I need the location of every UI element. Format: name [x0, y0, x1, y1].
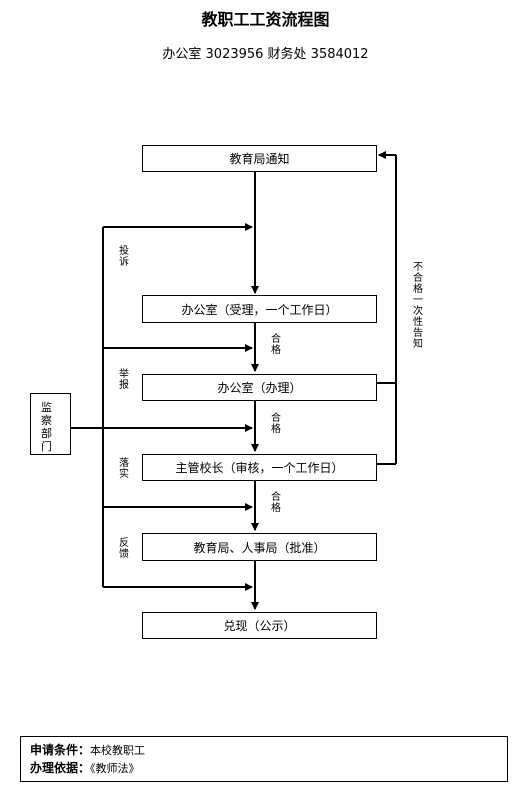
- principal-review-label: 主管校长（审核，一个工作日）: [175, 461, 344, 475]
- contact-line: 办公室 3023956 财务处 3584012: [162, 47, 369, 62]
- basis-value: 《教师法》: [90, 762, 140, 775]
- info-panel: 申请条件：本校教职工 办理依据：《教师法》: [20, 736, 508, 782]
- feedback-label: 反馈: [119, 538, 129, 560]
- supervision-label: 监察部门: [41, 401, 52, 453]
- basis-label: 办理依据：: [30, 761, 91, 775]
- conditions-value: 本校教职工: [90, 744, 146, 757]
- notice-label: 教育局通知: [229, 152, 290, 166]
- basis-row: 办理依据：《教师法》: [30, 759, 507, 777]
- approve-box: 教育局、人事局（批准）: [142, 533, 377, 561]
- approve-label: 教育局、人事局（批准）: [193, 540, 326, 555]
- page-title: 教职工工资流程图: [201, 10, 330, 29]
- notice-box: 教育局通知: [142, 145, 377, 172]
- pass-label-2: 合格: [271, 413, 281, 435]
- reject-notice-label: 不合格一次性告知: [413, 262, 423, 350]
- pass-label-1: 合格: [271, 334, 281, 356]
- office-handle-box: 办公室（办理）: [142, 374, 377, 401]
- payout-box: 兑现（公示）: [142, 612, 377, 639]
- office-accept-label: 办公室（受理，一个工作日）: [181, 302, 338, 317]
- supervision-box: 监察部门: [30, 393, 71, 455]
- pass-label-3: 合格: [271, 492, 281, 514]
- payout-label: 兑现（公示）: [223, 619, 296, 633]
- report-label: 举报: [119, 369, 129, 391]
- complaint-label: 投诉: [119, 246, 129, 268]
- conditions-row: 申请条件：本校教职工: [30, 741, 507, 759]
- office-accept-box: 办公室（受理，一个工作日）: [142, 295, 377, 323]
- implement-label: 落实: [119, 458, 129, 480]
- principal-review-box: 主管校长（审核，一个工作日）: [142, 454, 377, 481]
- conditions-label: 申请条件：: [30, 743, 91, 757]
- office-handle-label: 办公室（办理）: [217, 381, 302, 395]
